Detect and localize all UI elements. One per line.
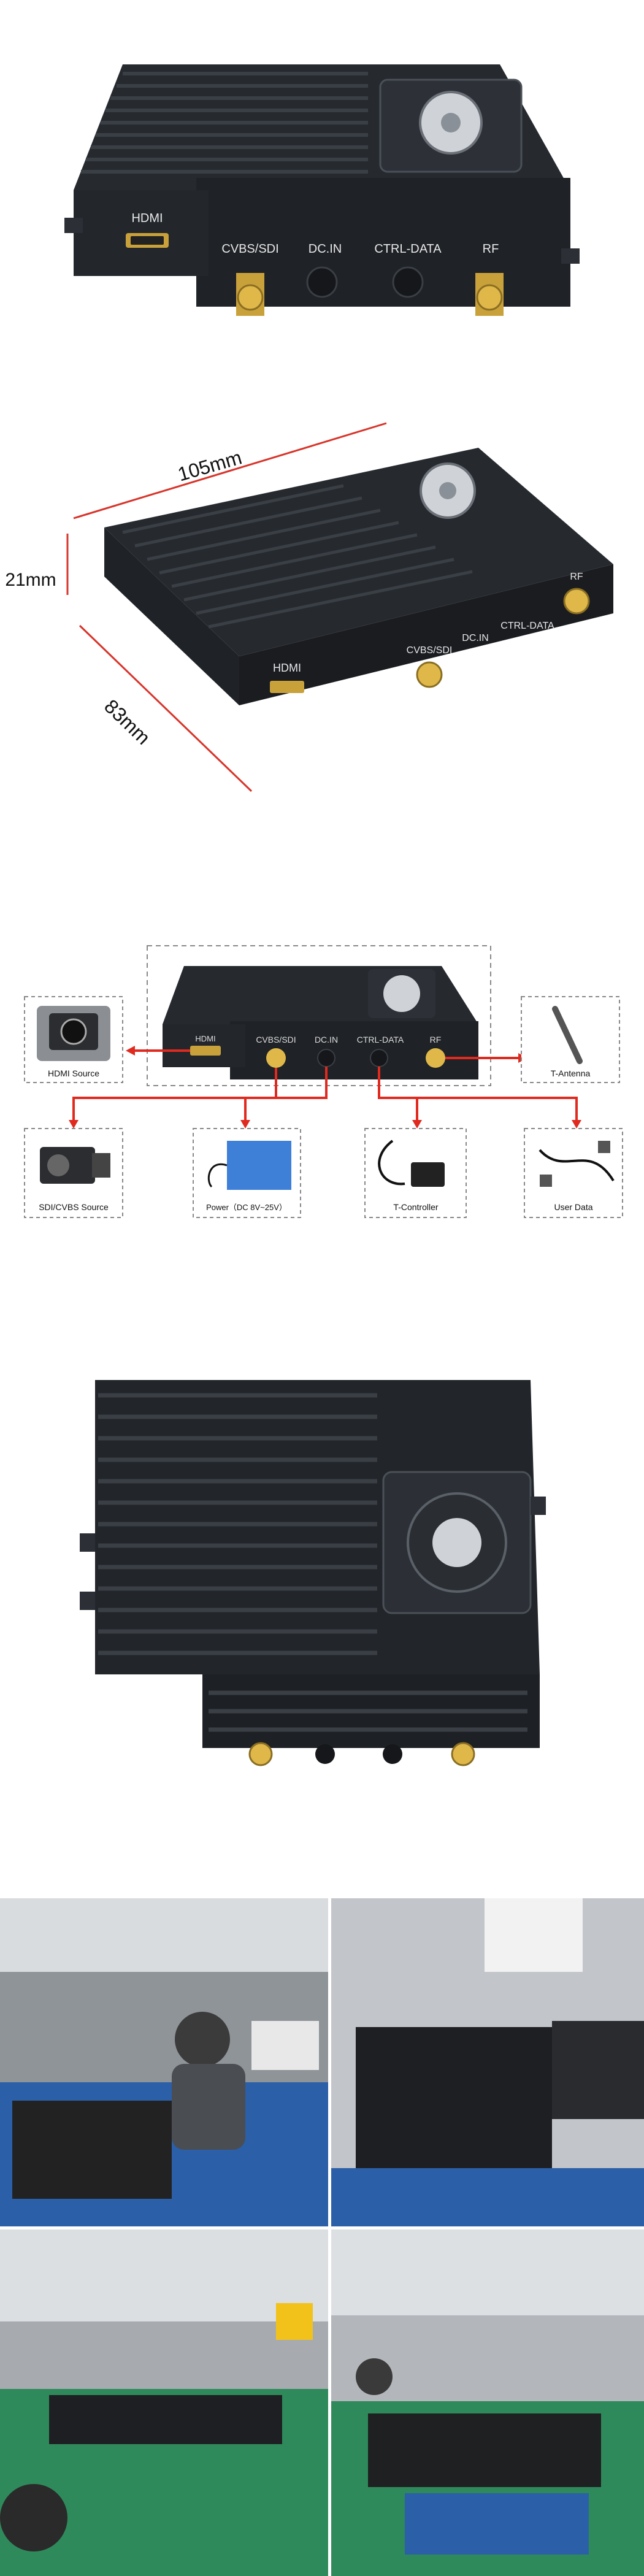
height-dimension: 21mm: [5, 570, 56, 590]
production-photo-1: [0, 1898, 328, 2226]
ctrl-data-label-3: CTRL-DATA: [357, 1035, 404, 1045]
cvbs-sdi-label-2: CVBS/SDI: [407, 645, 453, 656]
cvbs-sdi-label: CVBS/SDI: [221, 242, 278, 256]
rf-connector: [475, 273, 504, 316]
cvbs-sdi-label-3: CVBS/SDI: [256, 1035, 296, 1045]
ctrl-data-label-2: CTRL-DATA: [500, 621, 554, 631]
ctrl-data-label: CTRL-DATA: [374, 242, 442, 256]
connection-diagram-section: HDMI CVBS/SDI DC.IN CTRL-DATA RF: [0, 938, 644, 1233]
rf-label: RF: [483, 242, 499, 256]
power-label: Power（DC 8V~25V）: [206, 1203, 287, 1212]
front-view-section: HDMI CVBS/SDI DC.IN CTRL-DATA RF: [0, 0, 644, 343]
t-antenna-label: T-Antenna: [551, 1068, 591, 1078]
production-photo-3: [0, 2229, 328, 2576]
antenna-icon: [552, 1006, 583, 1064]
hdmi-label-3: HDMI: [195, 1034, 215, 1043]
battery-icon: [207, 1141, 291, 1190]
connection-diagram: HDMI CVBS/SDI DC.IN CTRL-DATA RF: [24, 945, 623, 1218]
fan-icon: [407, 1492, 507, 1593]
fan-icon: [368, 969, 435, 1018]
cable-icon: [539, 1141, 615, 1187]
top-view-illustration: [80, 1380, 546, 1766]
dc-in-connector: [306, 266, 338, 298]
production-photo-2: [331, 1898, 644, 2226]
rf-label-3: RF: [430, 1035, 442, 1045]
length-dimension: 105mm: [175, 446, 244, 485]
dc-in-label: DC.IN: [309, 242, 342, 256]
width-dimension: 83mm: [100, 695, 155, 749]
dc-in-label-3: DC.IN: [315, 1035, 338, 1045]
t-controller-label: T-Controller: [393, 1202, 438, 1212]
cvbs-sdi-connector: [236, 273, 264, 316]
hdmi-label: HDMI: [131, 212, 163, 225]
fan-icon: [419, 91, 483, 155]
production-photo-4: [331, 2229, 644, 2576]
cable-icon: [378, 1140, 445, 1187]
user-data-label: User Data: [554, 1202, 592, 1212]
dimensions-section: HDMI CVBS/SDI DC.IN CTRL-DATA RF 105mm 2…: [0, 368, 644, 810]
production-photos-section: [0, 1898, 644, 2576]
top-view-section: [0, 1368, 644, 1785]
camera-icon: [40, 1147, 110, 1184]
sdi-cvbs-source-label: SDI/CVBS Source: [39, 1202, 109, 1212]
camera-icon: [37, 1006, 110, 1061]
dimensions-illustration: HDMI CVBS/SDI DC.IN CTRL-DATA RF 105mm 2…: [5, 422, 613, 792]
hdmi-source-label: HDMI Source: [48, 1068, 99, 1078]
ctrl-data-connector: [392, 266, 424, 298]
rf-label-2: RF: [570, 572, 583, 582]
fan-icon: [420, 462, 476, 519]
dc-in-label-2: DC.IN: [462, 633, 489, 643]
front-view-illustration: HDMI CVBS/SDI DC.IN CTRL-DATA RF: [64, 64, 580, 316]
hdmi-label-2: HDMI: [273, 662, 301, 674]
